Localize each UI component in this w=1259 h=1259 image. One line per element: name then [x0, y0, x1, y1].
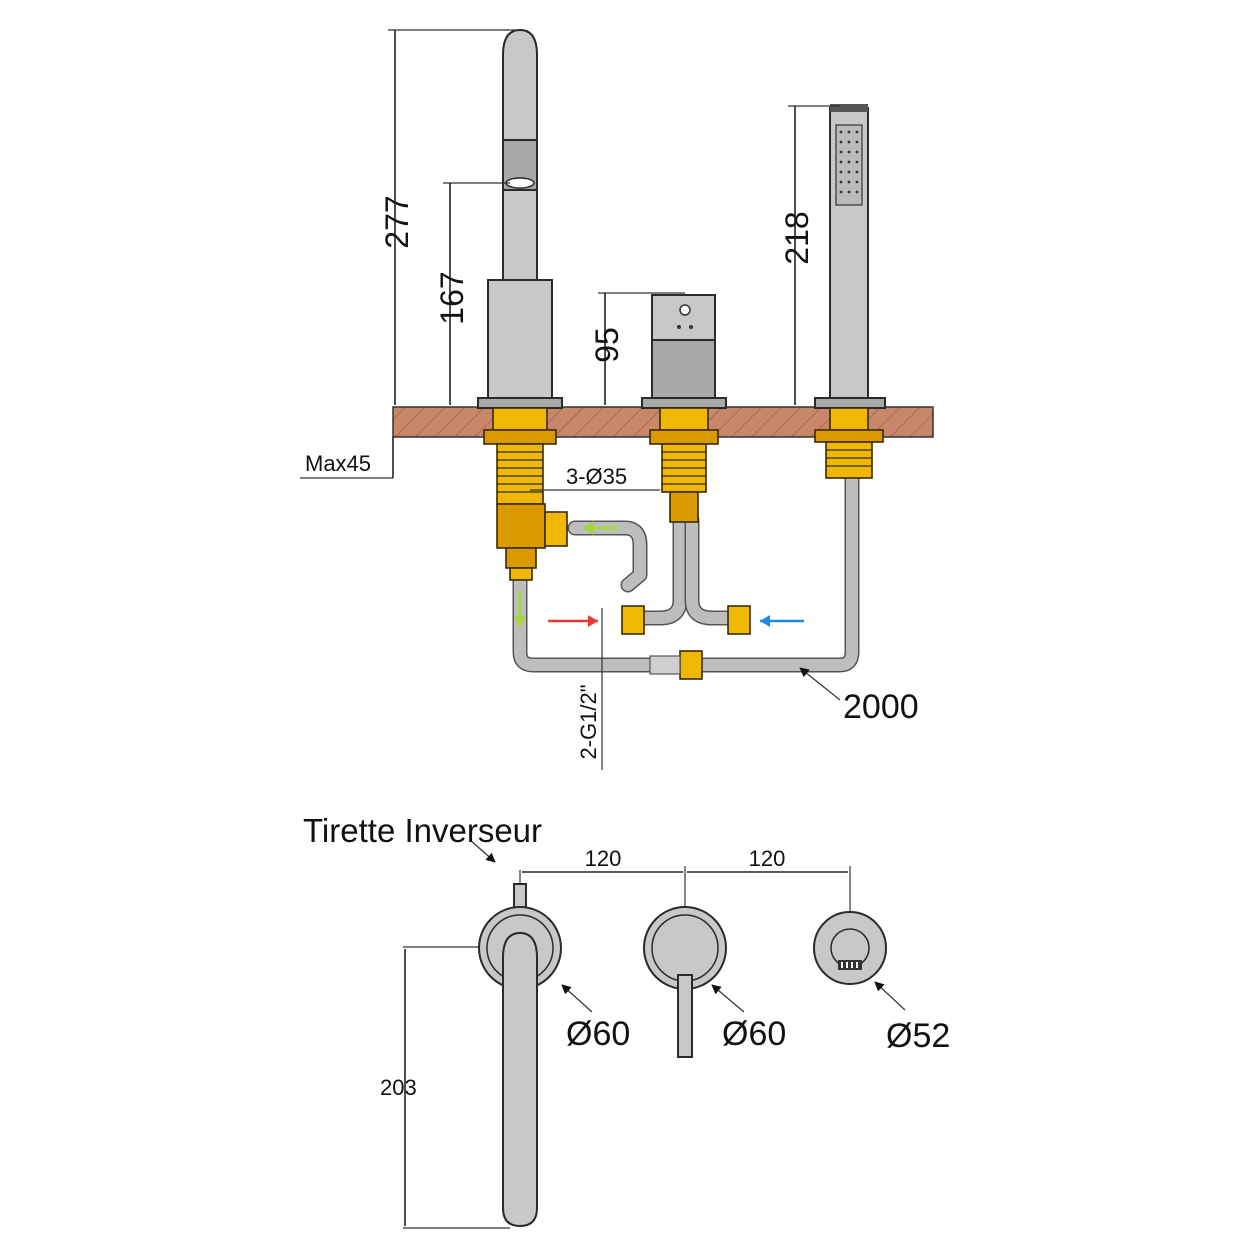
mixer-plan: [643, 906, 727, 1058]
dim-spout-reach: 203: [380, 1075, 417, 1100]
mixer-elevation: [641, 294, 727, 409]
dim-handshower-base-diameter: Ø52: [886, 1017, 950, 1055]
dim-spout-total-height: 277: [379, 195, 415, 248]
label-diverter-pull: Tirette Inverseur: [303, 812, 542, 849]
inlet-connectors: [621, 605, 751, 680]
dimension-lines-plan: [403, 839, 906, 1229]
handshower-plan: [813, 911, 887, 985]
dim-hose-length: 2000: [843, 688, 919, 726]
dim-spacing-left: 120: [585, 846, 622, 871]
dim-deck-max-thickness: Max45: [305, 451, 371, 476]
spout-elevation: [477, 28, 563, 409]
dim-mixer-base-diameter: Ø60: [722, 1015, 786, 1053]
spout-plan: [478, 883, 562, 1228]
handshower-elevation: [814, 104, 886, 409]
dimension-lines-elevation: [300, 29, 841, 770]
handshower-fixing-kit: [814, 407, 884, 479]
dim-handshower-height: 218: [779, 211, 815, 264]
dim-inlet-thread: 2-G1/2": [576, 684, 601, 759]
dim-mixer-height: 95: [589, 327, 625, 363]
spout-fixing-kit: [483, 407, 568, 581]
flow-arrows: [514, 521, 804, 628]
dim-spout-base-diameter: Ø60: [566, 1015, 630, 1053]
dim-hole-diameter: 3-Ø35: [566, 464, 627, 489]
dim-spacing-right: 120: [749, 846, 786, 871]
mixer-fixing-kit: [649, 407, 719, 523]
dim-spout-body-height: 167: [434, 271, 470, 324]
